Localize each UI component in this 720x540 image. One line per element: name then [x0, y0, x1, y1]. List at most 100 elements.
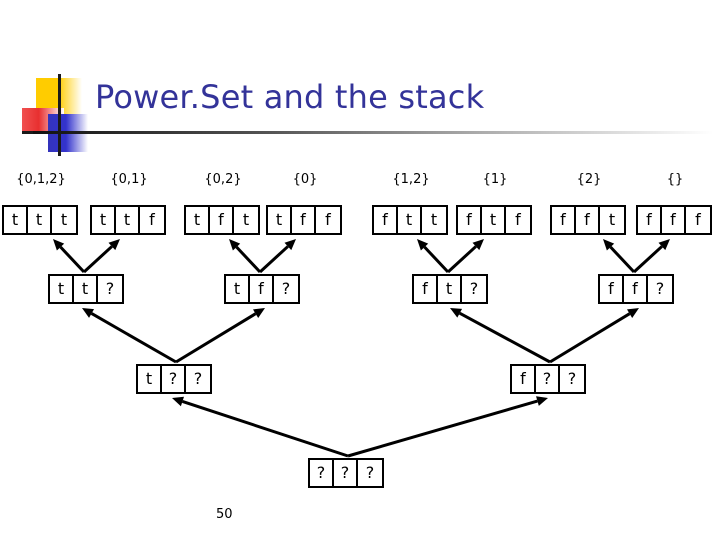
stack-cell: f — [552, 207, 576, 233]
arrow-r3g1-to-r2g2-shaft — [175, 312, 257, 364]
stack-cell: t — [234, 207, 258, 233]
arrow-r2g4-to-r1g7-shaft — [609, 245, 636, 274]
arrow-r3g2-to-r2g3-shaft — [458, 311, 551, 364]
stack-cell: t — [92, 207, 116, 233]
stack-cell: t — [116, 207, 140, 233]
stack-cell: t — [398, 207, 422, 233]
arrow-r2g2-to-r1g4-head — [284, 239, 296, 251]
stack-cell: ? — [560, 366, 584, 392]
arrow-r2g2-to-r1g3-shaft — [235, 245, 262, 274]
arrow-r3g1-to-r2g2-head — [253, 308, 265, 318]
stack-cell: f — [210, 207, 234, 233]
stack-cell: f — [686, 207, 710, 233]
stack-cell: t — [438, 276, 462, 302]
arrow-r2g1-to-r1g1-head — [53, 239, 65, 251]
set-label-2: {0,1} — [110, 172, 148, 187]
stack-cell: f — [374, 207, 398, 233]
arrow-r2g3-to-r1g6-shaft — [446, 245, 477, 274]
stack-cell: t — [4, 207, 28, 233]
arrow-r2g1-to-r1g2-shaft — [82, 245, 113, 274]
stack-cell: t — [482, 207, 506, 233]
stack-cell: t — [226, 276, 250, 302]
stack-cell: f — [458, 207, 482, 233]
arrow-r3g2-to-r2g4-shaft — [549, 312, 631, 364]
arrow-r2g3-to-r1g5-shaft — [423, 245, 450, 274]
stack-cell: t — [422, 207, 446, 233]
arrow-r3g2-to-r2g3-head — [450, 308, 463, 318]
stack-cell: t — [268, 207, 292, 233]
stack-cell: ? — [648, 276, 672, 302]
stack-cell: f — [512, 366, 536, 392]
stack-cell: f — [600, 276, 624, 302]
stack-cell: f — [624, 276, 648, 302]
stack-cell: ? — [274, 276, 298, 302]
stack-cell: f — [576, 207, 600, 233]
arrow-r2g2-to-r1g4-shaft — [258, 245, 289, 274]
title-divider — [33, 131, 713, 134]
arrow-r2g4-to-r1g7-head — [603, 239, 615, 251]
set-label-1: {0,1,2} — [16, 172, 66, 187]
stack-cell: t — [186, 207, 210, 233]
arrow-r3g1-to-r2g1-head — [82, 308, 95, 318]
stack-row4-group-1: ??? — [308, 458, 384, 488]
stack-cell: f — [662, 207, 686, 233]
stack-cell: t — [600, 207, 624, 233]
stack-cell: ? — [536, 366, 560, 392]
set-label-7: {2} — [576, 172, 602, 187]
stack-cell: ? — [162, 366, 186, 392]
stack-cell: ? — [310, 460, 334, 486]
arrow-r3g1-to-r2g1-shaft — [90, 312, 177, 364]
arrow-r2g3-to-r1g5-head — [417, 239, 429, 251]
arrow-r3g2-to-r2g4-head — [627, 308, 639, 318]
stack-cell: f — [414, 276, 438, 302]
stack-cell: t — [50, 276, 74, 302]
stack-cell: t — [28, 207, 52, 233]
arrow-r2g3-to-r1g6-head — [472, 239, 484, 251]
stack-cell: ? — [358, 460, 382, 486]
stack-cell: ? — [98, 276, 122, 302]
set-label-8: {} — [666, 172, 684, 187]
arrow-r4g1-to-r3g1-shaft — [181, 400, 349, 458]
arrow-r4g1-to-r3g2-shaft — [347, 399, 538, 458]
arrow-r2g1-to-r1g2-head — [108, 239, 120, 251]
page-number: 50 — [216, 507, 233, 522]
logo-vertical-line-icon — [58, 74, 61, 156]
arrow-r2g1-to-r1g1-shaft — [59, 245, 86, 274]
stack-row3-group-2: f?? — [510, 364, 586, 394]
set-label-3: {0,2} — [204, 172, 242, 187]
stack-cell: f — [638, 207, 662, 233]
stack-cell: ? — [186, 366, 210, 392]
arrow-r2g4-to-r1g8-shaft — [632, 245, 663, 274]
stack-cell: f — [250, 276, 274, 302]
stack-row3-group-1: t?? — [136, 364, 212, 394]
stack-cell: f — [140, 207, 164, 233]
arrow-r4g1-to-r3g1-head — [172, 396, 185, 407]
arrow-r4g1-to-r3g2-head — [536, 396, 548, 406]
stack-cell: f — [316, 207, 340, 233]
set-label-5: {1,2} — [392, 172, 430, 187]
arrow-r2g2-to-r1g3-head — [229, 239, 241, 251]
slide-title: Power.Set and the stack — [95, 78, 485, 116]
set-label-4: {0} — [292, 172, 318, 187]
arrow-r2g4-to-r1g8-head — [658, 239, 670, 251]
stack-cell: t — [138, 366, 162, 392]
set-label-6: {1} — [482, 172, 508, 187]
stack-cell: t — [74, 276, 98, 302]
stack-cell: ? — [462, 276, 486, 302]
stack-cell: f — [292, 207, 316, 233]
stack-cell: f — [506, 207, 530, 233]
stack-cell: ? — [334, 460, 358, 486]
